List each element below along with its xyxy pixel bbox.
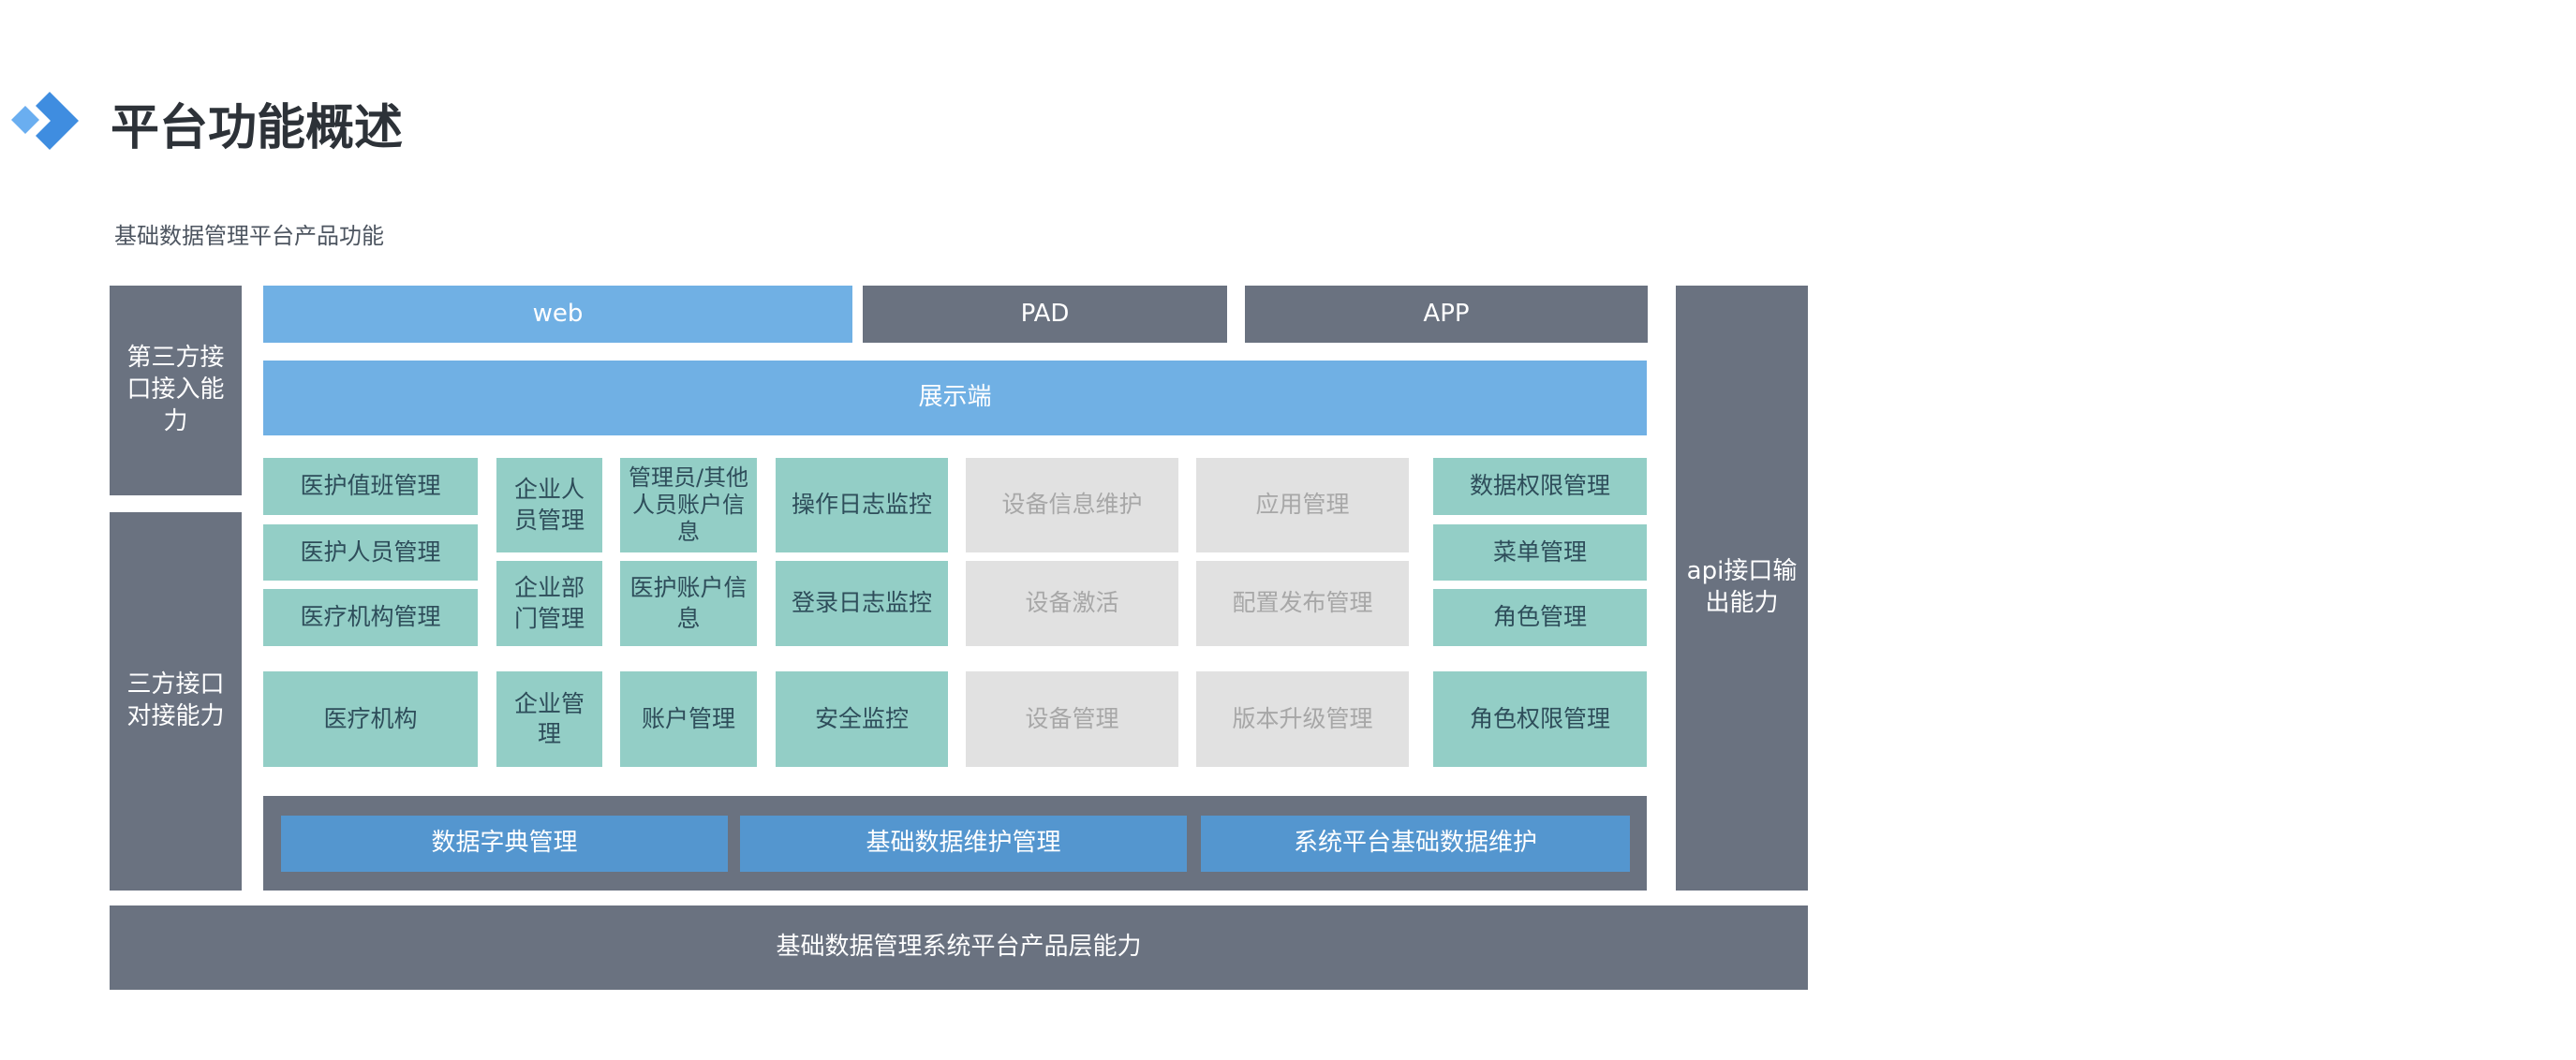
- enterprise-staff-module: 企业人员管理: [496, 458, 602, 552]
- data-permission-module: 数据权限管理: [1433, 458, 1647, 515]
- medical-institution-mgmt-module: 医疗机构管理: [263, 589, 478, 646]
- three-party-docking-label: 三方接口对接能力: [126, 670, 225, 730]
- enterprise-dept-label: 企业部门管理: [513, 574, 585, 632]
- version-upgrade-module: 版本升级管理: [1196, 671, 1409, 767]
- medical-institution-label: 医疗机构: [323, 704, 418, 732]
- login-log-module: 登录日志监控: [776, 561, 948, 646]
- device-info-module: 设备信息维护: [966, 458, 1178, 552]
- header-logo-icon: [7, 90, 84, 152]
- client-app-label: APP: [1423, 299, 1470, 328]
- operation-log-module: 操作日志监控: [776, 458, 948, 552]
- account-mgmt-module: 账户管理: [620, 671, 757, 767]
- medical-account-label: 医护账户信息: [629, 574, 748, 632]
- security-monitor-module: 安全监控: [776, 671, 948, 767]
- enterprise-mgmt-module: 企业管理: [496, 671, 602, 767]
- device-mgmt-label: 设备管理: [1025, 704, 1119, 732]
- role-permission-module: 角色权限管理: [1433, 671, 1647, 767]
- product-layer-label: 基础数据管理系统平台产品层能力: [776, 933, 1142, 962]
- admin-account-label: 管理员/其他人员账户信息: [628, 464, 749, 545]
- system-data-maintenance-module: 系统平台基础数据维护: [1201, 816, 1630, 872]
- security-monitor-label: 安全监控: [814, 704, 909, 732]
- app-mgmt-label: 应用管理: [1255, 491, 1350, 519]
- device-mgmt-module: 设备管理: [966, 671, 1178, 767]
- operation-log-label: 操作日志监控: [791, 491, 932, 519]
- client-pad: PAD: [863, 286, 1227, 343]
- login-log-label: 登录日志监控: [791, 589, 932, 617]
- diamond-chevron-logo-icon: [11, 92, 79, 150]
- three-party-docking-panel: 三方接口对接能力: [110, 512, 242, 891]
- basic-data-maintenance-label: 基础数据维护管理: [866, 829, 1061, 858]
- menu-mgmt-label: 菜单管理: [1492, 537, 1587, 566]
- api-output-panel: api接口输出能力: [1676, 286, 1808, 891]
- config-publish-label: 配置发布管理: [1232, 589, 1373, 617]
- device-activate-module: 设备激活: [966, 561, 1178, 646]
- client-web-label: web: [532, 299, 584, 328]
- medical-account-module: 医护账户信息: [620, 561, 757, 646]
- display-layer-label: 展示端: [918, 383, 992, 412]
- device-activate-label: 设备激活: [1025, 589, 1119, 617]
- data-dictionary-label: 数据字典管理: [431, 829, 578, 858]
- account-mgmt-label: 账户管理: [641, 704, 735, 732]
- medical-duty-label: 医护值班管理: [300, 472, 441, 500]
- menu-mgmt-module: 菜单管理: [1433, 524, 1647, 581]
- page-title: 平台功能概述: [111, 100, 404, 156]
- data-permission-label: 数据权限管理: [1469, 472, 1610, 500]
- client-app: APP: [1245, 286, 1648, 343]
- data-dictionary-module: 数据字典管理: [281, 816, 728, 872]
- role-mgmt-module: 角色管理: [1433, 589, 1647, 646]
- app-mgmt-module: 应用管理: [1196, 458, 1409, 552]
- page-subtitle: 基础数据管理平台产品功能: [114, 223, 384, 249]
- medical-staff-label: 医护人员管理: [300, 537, 441, 566]
- enterprise-staff-label: 企业人员管理: [513, 476, 585, 534]
- config-publish-module: 配置发布管理: [1196, 561, 1409, 646]
- system-data-maintenance-label: 系统平台基础数据维护: [1293, 829, 1537, 858]
- enterprise-mgmt-label: 企业管理: [513, 689, 585, 748]
- medical-institution-module: 医疗机构: [263, 671, 478, 767]
- medical-institution-mgmt-label: 医疗机构管理: [300, 603, 441, 631]
- admin-account-module: 管理员/其他人员账户信息: [620, 458, 757, 552]
- display-layer: 展示端: [263, 361, 1647, 435]
- client-web: web: [263, 286, 852, 343]
- product-layer-footer: 基础数据管理系统平台产品层能力: [110, 905, 1808, 990]
- enterprise-dept-module: 企业部门管理: [496, 561, 602, 646]
- role-permission-label: 角色权限管理: [1469, 704, 1610, 732]
- third-party-access-label: 第三方接口接入能力: [126, 344, 225, 435]
- device-info-label: 设备信息维护: [1001, 491, 1143, 519]
- third-party-access-panel: 第三方接口接入能力: [110, 286, 242, 495]
- version-upgrade-label: 版本升级管理: [1232, 704, 1373, 732]
- basic-data-maintenance-module: 基础数据维护管理: [740, 816, 1187, 872]
- api-output-label: api接口输出能力: [1686, 557, 1798, 617]
- medical-staff-module: 医护人员管理: [263, 524, 478, 581]
- client-pad-label: PAD: [1020, 299, 1070, 328]
- role-mgmt-label: 角色管理: [1492, 603, 1587, 631]
- medical-duty-module: 医护值班管理: [263, 458, 478, 515]
